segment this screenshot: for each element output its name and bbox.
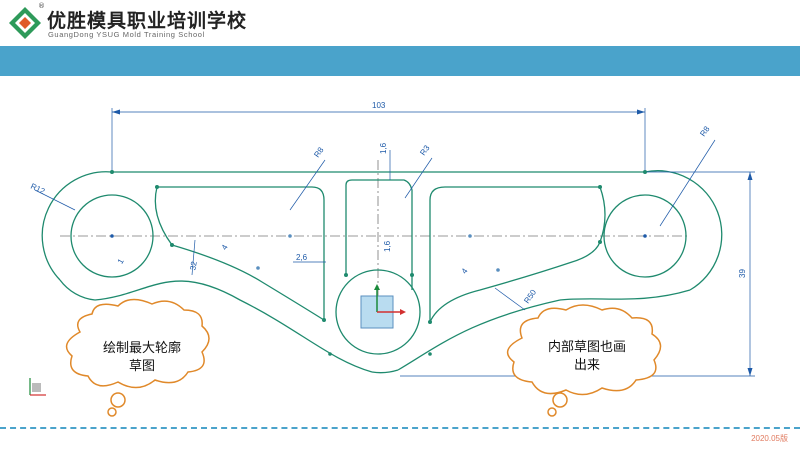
dim-2-6[interactable]: 2,6 [296,253,308,262]
dim-height[interactable]: 39 [738,269,747,278]
school-name-english: GuangDong YSUG Mold Training School [48,30,205,39]
registered-mark: ® [38,2,45,10]
header-banner [0,46,800,76]
right-callout-line2: 出来 [573,358,600,373]
dim-overall-width[interactable]: 103 [372,101,386,110]
left-callout-line2: 草图 [128,359,155,374]
right-callout-line1: 内部草图也画 [547,340,626,355]
dim-r3[interactable]: R3 [418,143,432,157]
dimension-arrows [112,109,753,376]
left-callout-cloud [65,298,210,417]
school-logo-icon [9,7,41,39]
inner-pockets [154,179,606,323]
dim-32[interactable]: 32 [188,260,199,271]
constraint-markers [110,170,647,356]
centerlines [60,160,690,320]
dim-1-6-mid[interactable]: 1,6 [383,240,392,252]
cad-sketch-canvas[interactable]: 103 39 R8 R8 R3 R12 R50 1,6 1,6 2,6 32 4… [0,76,800,426]
left-callout-text: 绘制最大轮廓 草图 [88,340,196,376]
dim-r8-right[interactable]: R8 [698,124,712,138]
dim-r12[interactable]: R12 [29,182,47,197]
footer-divider [0,427,800,429]
header: ® 优胜模具职业培训学校 GuangDong YSUG Mold Trainin… [0,0,800,46]
right-hole [603,194,687,278]
version-label: 2020.05版 [751,434,788,443]
dim-r50[interactable]: R50 [522,288,538,306]
datum-origin [360,284,406,329]
center-boss [335,269,421,355]
dim-1-6-top[interactable]: 1,6 [379,142,388,154]
dim-1[interactable]: 1 [116,257,126,266]
left-hole [70,194,154,278]
dim-r8-left[interactable]: R8 [312,145,326,159]
left-callout-line1: 绘制最大轮廓 [102,341,181,356]
right-callout-text: 内部草图也画 出来 [528,339,646,375]
view-triad-icon [29,378,46,396]
hole-circles [70,194,687,355]
school-name: 优胜模具职业培训学校 [47,10,248,32]
right-callout-cloud [506,304,662,417]
dim-4-right[interactable]: 4 [460,266,470,275]
dim-4-left[interactable]: 4 [220,243,230,252]
